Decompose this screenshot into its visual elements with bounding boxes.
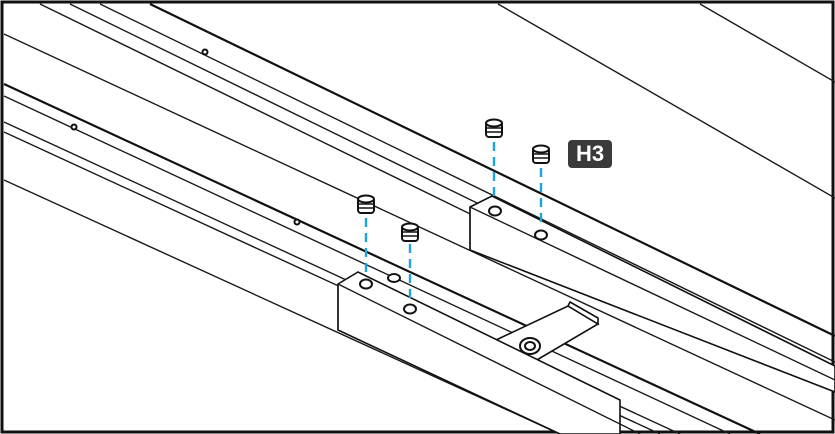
- set-screw-icon: [401, 222, 419, 242]
- rail-hole: [293, 218, 301, 226]
- part-label-badge: H3: [568, 140, 612, 168]
- set-screw-icon: [532, 144, 550, 164]
- sleeve-block-right: [469, 195, 835, 393]
- panel-edge: [699, 3, 835, 83]
- lower-rail: [3, 83, 761, 434]
- rail-hole: [387, 273, 401, 283]
- set-screw-icon: [357, 194, 375, 214]
- panel-edge: [497, 3, 835, 199]
- set-screw-icon: [485, 118, 503, 138]
- rail-hole: [201, 48, 209, 56]
- rail-hole: [70, 123, 78, 131]
- sleeve-block-left: [337, 271, 641, 434]
